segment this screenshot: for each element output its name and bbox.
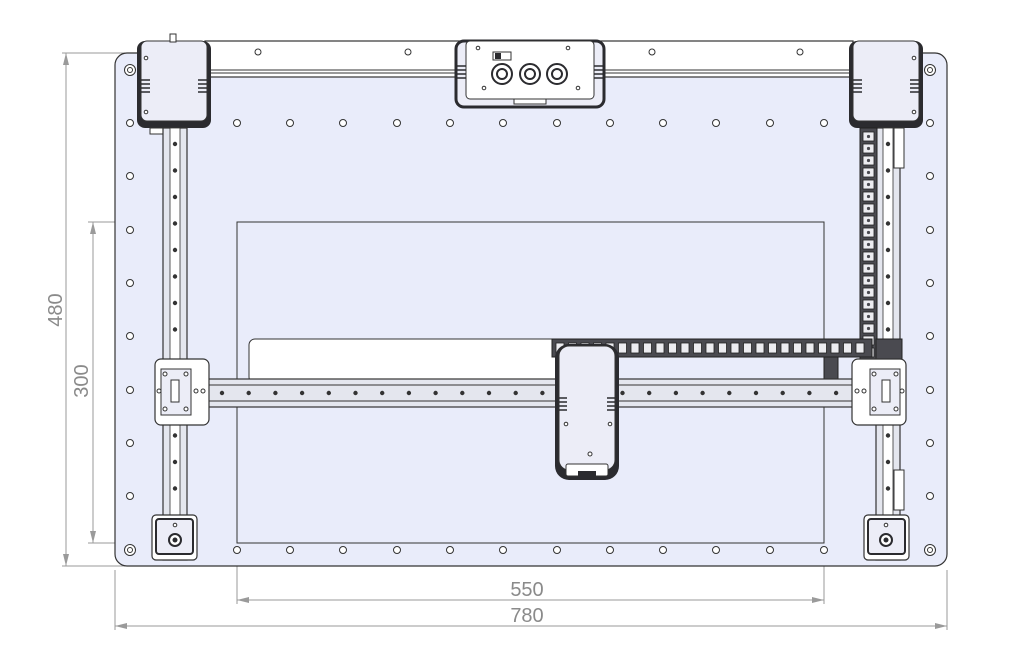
corner-holes	[124, 64, 936, 556]
dim-label-work-width: 550	[510, 579, 543, 601]
bed-fixture	[248, 338, 570, 384]
x-gantry-beam	[189, 378, 871, 408]
dim-label-total-width: 780	[510, 605, 543, 627]
rear-right-motor	[849, 40, 923, 128]
front-right-foot	[863, 514, 910, 561]
mounting-holes	[126, 119, 934, 554]
base-plate	[114, 52, 948, 567]
front-left-foot	[151, 514, 198, 561]
control-box	[454, 39, 606, 109]
left-y-rail	[162, 127, 188, 561]
dim-label-total-height: 480	[45, 293, 67, 326]
y-drag-chain	[859, 127, 878, 361]
right-gantry-carriage	[851, 358, 907, 426]
left-gantry-carriage	[154, 358, 210, 426]
dim-label-work-height: 300	[71, 364, 93, 397]
tool-head	[555, 344, 619, 480]
rear-left-motor	[137, 33, 211, 135]
